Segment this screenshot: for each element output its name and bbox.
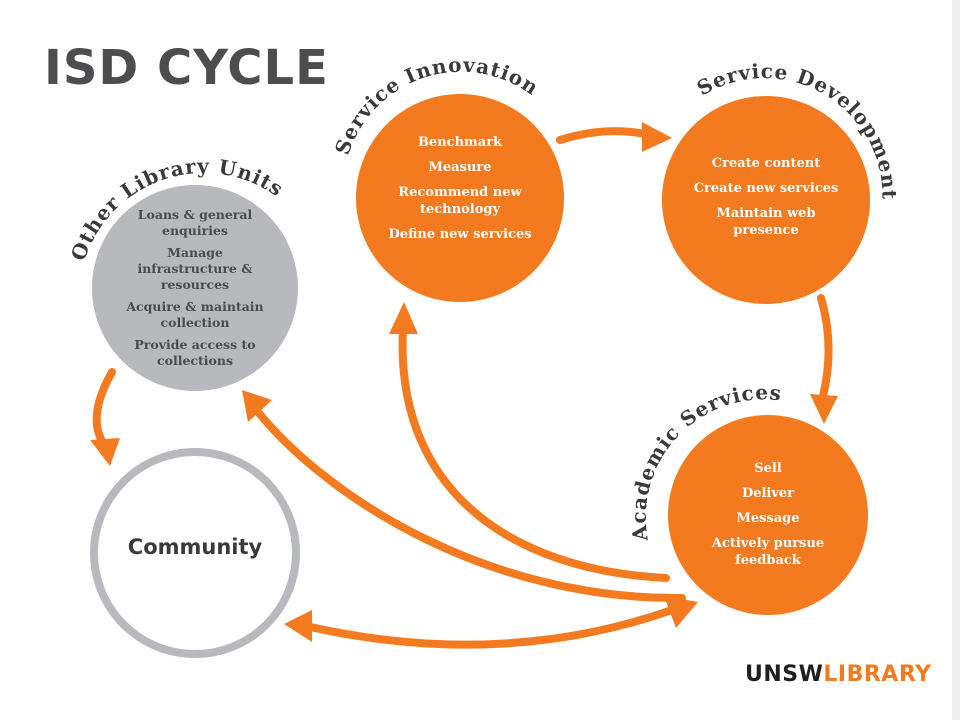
arrowhead-community-left: [284, 610, 312, 642]
page-title: ISD CYCLE: [44, 40, 329, 96]
service-development-items: Create content Create new services Maint…: [690, 155, 842, 247]
logo-library: LIBRARY: [823, 662, 932, 687]
arrow-other-units-to-community: [92, 368, 116, 448]
arrowhead-innovation: [389, 302, 418, 334]
arrowhead-academic: [810, 394, 838, 424]
logo-unsw: UNSW: [745, 662, 824, 687]
community-label: Community: [127, 535, 263, 559]
academic-services-item: Deliver: [741, 486, 795, 501]
academic-services-circle: [668, 415, 868, 615]
arrowhead-academic-right: [664, 596, 698, 628]
service-innovation-items: Benchmark Measure Recommend new technolo…: [388, 134, 532, 251]
academic-services-items: Sell Deliver Message Actively pursue fee…: [704, 460, 832, 577]
other-library-units-circle: [92, 185, 298, 391]
other-library-units-items: Loans & general enquiries Manage infrast…: [118, 207, 272, 375]
arrow-development-to-academic: [817, 294, 833, 400]
service-innovation-circle: [356, 94, 564, 302]
arrowhead-community: [90, 438, 120, 466]
arrow-academic-to-other-units: [254, 408, 686, 603]
service-innovation-item: Benchmark: [417, 135, 503, 150]
other-library-units-item: Provide access to collections: [134, 337, 256, 368]
community-circle: [90, 448, 300, 658]
service-development-circle: [662, 96, 870, 304]
other-library-units-item: Acquire & maintain collection: [126, 299, 264, 330]
academic-services-item: Message: [736, 511, 800, 526]
academic-services-item: Sell: [754, 461, 782, 476]
arrowhead-development: [642, 122, 672, 152]
service-innovation-item: Define new services: [388, 227, 532, 242]
service-innovation-item: Recommend new technology: [398, 185, 522, 217]
service-innovation-item: Measure: [428, 160, 492, 175]
right-edge-strip: [952, 0, 960, 720]
other-library-units-item: Manage infrastructure & resources: [137, 245, 253, 292]
arrow-innovation-to-development: [556, 127, 649, 144]
service-development-item: Create content: [711, 156, 821, 171]
arrowhead-other-units: [242, 390, 272, 422]
unsw-library-logo: UNSWLIBRARY: [745, 662, 932, 687]
arrow-academic-to-innovation: [398, 326, 670, 582]
other-library-units-item: Loans & general enquiries: [137, 207, 253, 238]
academic-services-item: Actively pursue feedback: [711, 536, 825, 568]
service-development-item: Create new services: [693, 181, 839, 196]
service-development-item: Maintain web presence: [716, 206, 816, 238]
arrow-community-academic-link: [302, 606, 676, 649]
